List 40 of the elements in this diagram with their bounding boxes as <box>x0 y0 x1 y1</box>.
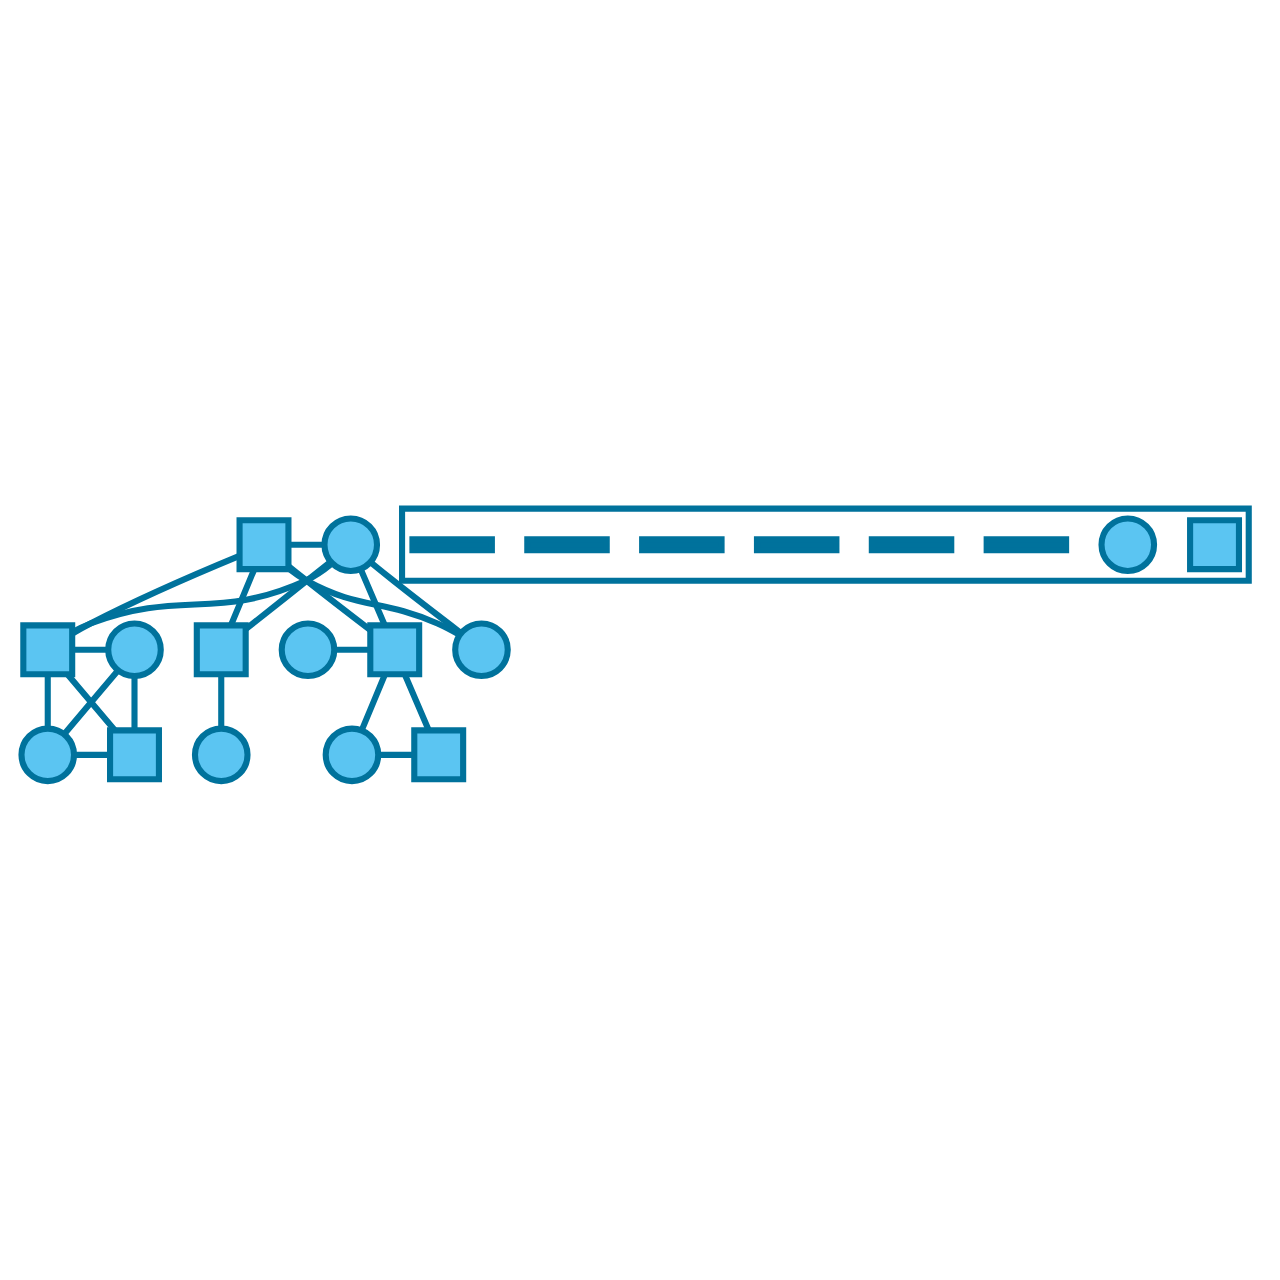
node-circle <box>18 725 78 785</box>
connector <box>286 563 372 633</box>
connector <box>288 541 325 548</box>
connector <box>228 568 258 627</box>
node-circle <box>322 725 382 785</box>
connector <box>44 674 51 729</box>
node-box <box>193 622 249 678</box>
node-circle <box>321 515 381 575</box>
node-box <box>20 622 76 678</box>
connector <box>131 676 138 731</box>
node-circle <box>1098 515 1158 575</box>
cluster <box>399 505 1252 584</box>
node-bar <box>983 536 1070 554</box>
node-box <box>1187 517 1243 573</box>
connector <box>358 673 388 732</box>
node-bar <box>524 536 610 554</box>
node-box <box>236 517 292 573</box>
node-bar <box>409 536 495 554</box>
connector <box>378 751 415 758</box>
connector <box>334 646 371 653</box>
connector <box>368 559 463 636</box>
connector <box>357 568 388 627</box>
node-bar <box>868 536 955 554</box>
connector <box>74 751 110 758</box>
node-circle <box>278 620 338 680</box>
connector <box>401 673 432 732</box>
node-circle <box>452 620 511 680</box>
connector <box>218 674 225 729</box>
connector <box>243 559 333 632</box>
node-box <box>367 622 423 678</box>
node-circle <box>191 725 251 785</box>
node-box <box>411 727 467 783</box>
connector <box>70 553 241 637</box>
node-bar <box>639 536 725 554</box>
connector <box>286 566 462 638</box>
node-box <box>107 727 162 783</box>
connector <box>70 561 334 635</box>
connector <box>72 646 108 653</box>
node-bar <box>753 536 840 554</box>
node-circle <box>105 620 164 680</box>
